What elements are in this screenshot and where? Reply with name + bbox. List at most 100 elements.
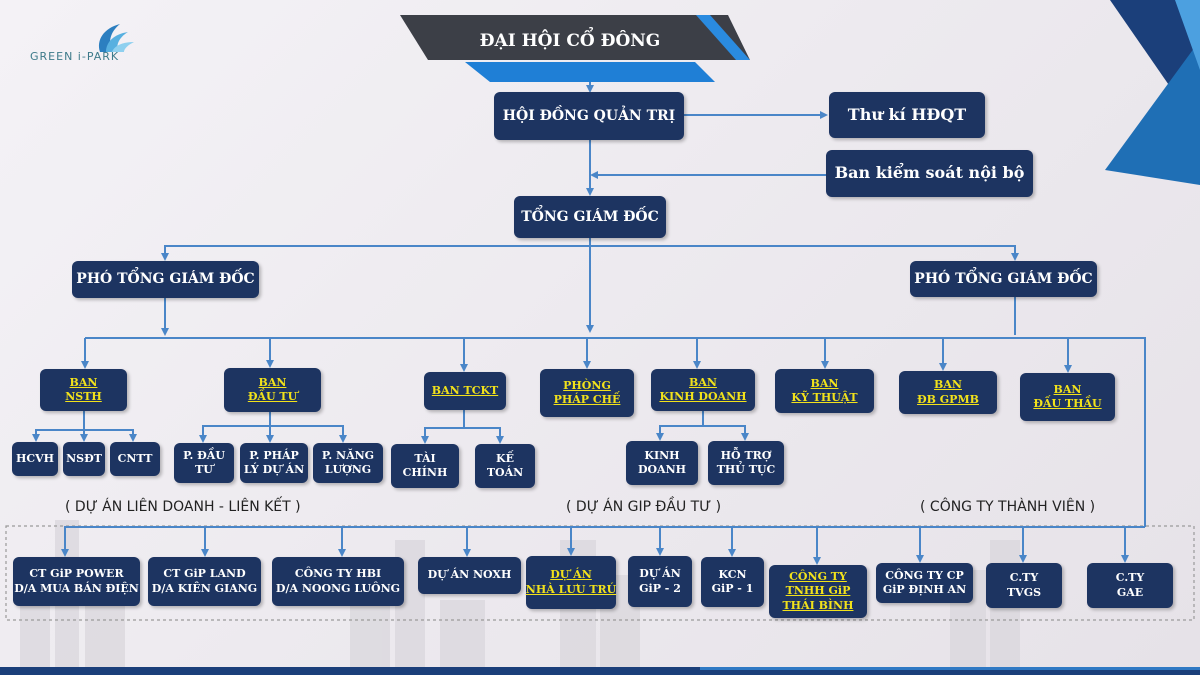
box-line: C.TY <box>1009 571 1039 585</box>
box-line: KỸ THUẬT <box>791 391 858 404</box>
box-line: TƯ <box>195 463 213 476</box>
box-line: KCN <box>718 567 747 581</box>
box-line: TỔNG GIÁM ĐỐC <box>521 208 659 225</box>
box-line: D/A KIÊN GIANG <box>151 581 258 595</box>
connector-lines <box>32 82 1146 565</box>
box-line: PHÓ TỔNG GIÁM ĐỐC <box>76 271 255 288</box>
box-line: TOÁN <box>486 466 524 479</box>
bus-kinhdoanh <box>659 425 746 438</box>
box-line: GiP ĐỊNH AN <box>882 583 967 596</box>
box-line: THÁI BÌNH <box>782 598 854 612</box>
box-line: HỖ TRỢ <box>720 448 772 462</box>
banner-title: ĐẠI HỘI CỔ ĐÔNG <box>480 26 661 51</box>
box-line: Ban kiểm soát nội bộ <box>834 163 1025 183</box>
box-line: CÔNG TY <box>789 570 847 584</box>
box-line: LÝ DỰ ÁN <box>243 463 305 476</box>
logo-text: GREEN i-PARK <box>30 50 120 63</box>
section-label-lien-doanh: ( DỰ ÁN LIÊN DOANH - LIÊN KẾT ) <box>65 499 301 515</box>
box-cntt: CNTT <box>110 442 160 476</box>
section-label-thanh-vien: ( CÔNG TY THÀNH VIÊN ) <box>920 499 1096 515</box>
box-line: PHÓ TỔNG GIÁM ĐỐC <box>914 270 1093 287</box>
box-line: DỰ ÁN <box>639 567 681 581</box>
box-line: P. PHÁP <box>249 448 299 462</box>
box-line: CÔNG TY HBI <box>294 567 382 581</box>
box-thuki: Thư kí HĐQT <box>829 92 985 138</box>
top-banner: ĐẠI HỘI CỔ ĐÔNG <box>400 15 750 82</box>
box-line: NSĐT <box>66 451 102 465</box>
box-ban-tckt: BAN TCKT <box>424 372 506 410</box>
box-line: DỰ ÁN NOXH <box>427 568 512 582</box>
box-line: PHÒNG <box>563 378 611 392</box>
bus-subsidiaries <box>61 526 1145 557</box>
box-line: GiP - 1 <box>711 582 754 595</box>
box-line: THỦ TỤC <box>716 463 776 476</box>
box-line: DOANH <box>637 463 687 476</box>
box-line: GiP - 2 <box>639 581 681 595</box>
box-tgd: TỔNG GIÁM ĐỐC <box>514 196 666 238</box>
box-line: HCVH <box>15 451 55 465</box>
bus-tckt <box>424 427 501 441</box>
box-line: ĐB GPMB <box>917 392 979 406</box>
box-line: CHÍNH <box>402 466 448 479</box>
box-line: NSTH <box>65 390 102 403</box>
box-line: BAN <box>69 375 98 389</box>
box-line: DỰ ÁN <box>550 568 592 582</box>
box-hdqt: HỘI ĐỒNG QUẢN TRỊ <box>494 92 684 140</box>
box-line: LƯỢNG <box>324 463 372 476</box>
box-line: CT GiP POWER <box>29 567 124 581</box>
box-line: D/A MUA BÁN ĐIỆN <box>14 581 139 595</box>
box-noxh: DỰ ÁN NOXH <box>418 557 521 594</box>
box-line: HỘI ĐỒNG QUẢN TRỊ <box>502 107 676 124</box>
box-nsdt: NSĐT <box>63 442 105 476</box>
company-logo-icon <box>98 24 134 52</box>
box-line: ĐẤU THẦU <box>1033 397 1102 410</box>
box-line: C.TY <box>1115 571 1145 585</box>
box-line: KINH <box>644 448 680 462</box>
box-hcvh: HCVH <box>12 442 58 476</box>
box-line: TÀI <box>414 451 436 465</box>
box-line: CNTT <box>117 451 153 465</box>
box-line: D/A NOONG LUÔNG <box>275 581 401 595</box>
section-label-gip-dau-tu: ( DỰ ÁN GIP ĐẦU TƯ ) <box>566 499 722 515</box>
box-ptgd-right: PHÓ TỔNG GIÁM ĐỐC <box>910 261 1097 297</box>
box-line: ĐẦU TƯ <box>247 390 298 403</box>
box-ptgd-left: PHÓ TỔNG GIÁM ĐỐC <box>72 261 259 298</box>
bus-dautu <box>202 425 344 440</box>
box-line: P. ĐẦU <box>183 448 225 462</box>
box-line: BAN <box>258 375 287 389</box>
box-bks: Ban kiểm soát nội bộ <box>826 150 1033 197</box>
box-line: TVGS <box>1006 585 1042 599</box>
box-line: GAE <box>1116 585 1144 599</box>
box-line: TNHH GiP <box>785 584 851 598</box>
bus-ban <box>85 337 1146 527</box>
box-line: BAN <box>934 378 962 392</box>
box-line: P. NĂNG <box>321 448 375 462</box>
box-line: CÔNG TY CP <box>885 568 964 582</box>
box-line: KINH DOANH <box>659 390 747 403</box>
box-line: PHÁP CHẾ <box>553 393 621 406</box>
box-line: CT GiP LAND <box>163 567 246 581</box>
